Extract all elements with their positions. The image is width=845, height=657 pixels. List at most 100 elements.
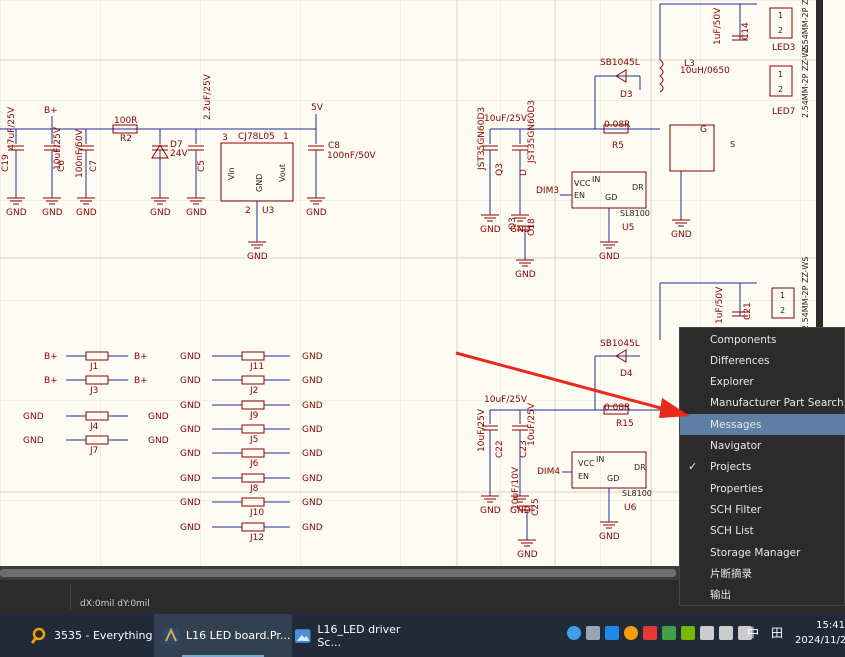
schematic-label: GND	[186, 208, 207, 218]
wifi-icon[interactable]	[700, 626, 714, 640]
schematic-label: GD	[607, 474, 619, 483]
schottky-diode	[615, 69, 627, 83]
menu-item-label: Messages	[710, 418, 762, 431]
menu-item-9[interactable]: SCH List	[680, 520, 845, 541]
schematic-label: D	[519, 169, 529, 176]
schematic-label: DIM4	[537, 467, 560, 477]
clock-time: 15:41	[816, 620, 845, 631]
schematic-label: GND	[180, 425, 201, 435]
status-divider	[70, 584, 71, 610]
schematic-label: Q3	[495, 163, 505, 176]
schematic-label: D3	[620, 90, 633, 100]
active-indicator	[181, 655, 265, 657]
schematic-label: 10uH/0650	[680, 66, 730, 76]
menu-item-0[interactable]: Components	[680, 329, 845, 350]
schematic-label: GND	[180, 352, 201, 362]
search-tray-icon[interactable]	[624, 626, 638, 640]
system-clock[interactable]: 15:41 2024/11/29	[795, 618, 845, 648]
clock-date: 2024/11/29	[795, 635, 845, 646]
schematic-label: B+	[44, 106, 58, 116]
mosfet	[669, 124, 715, 172]
schematic-label: U5	[622, 223, 634, 233]
ime-language[interactable]: 中	[747, 626, 760, 640]
network-sync-icon[interactable]	[567, 626, 581, 640]
schematic-label: C14	[741, 22, 751, 40]
menu-item-label: Navigator	[710, 439, 762, 452]
schematic-label: GND	[515, 270, 536, 280]
schematic-label: 2.54MM-2P ZZ-WS	[801, 0, 810, 52]
schematic-label: EN	[578, 472, 589, 481]
schematic-label: J4	[89, 422, 99, 432]
search-icon	[30, 627, 46, 644]
schematic-label: IN	[596, 455, 604, 464]
schematic-label: Vout	[278, 164, 287, 182]
schematic-label: IN	[592, 175, 600, 184]
menu-item-label: SCH List	[710, 524, 754, 537]
resistor	[85, 351, 109, 361]
menu-item-8[interactable]: SCH Filter	[680, 499, 845, 520]
menu-item-1[interactable]: Differences	[680, 350, 845, 371]
menu-item-12[interactable]: 输出	[680, 584, 845, 605]
schematic-label: 2	[778, 26, 783, 35]
schematic-label: D4	[620, 369, 633, 379]
taskbar-app-everything[interactable]: 3535 - Everything	[24, 614, 156, 657]
app-tray-icon[interactable]	[643, 626, 657, 640]
taskbar-app-label: L16 LED board.Pr...	[186, 629, 291, 642]
ime-mode-icon[interactable]: 田	[771, 626, 784, 640]
schematic-label: GND	[302, 352, 323, 362]
nvidia-icon[interactable]	[681, 626, 695, 640]
schematic-label: 1	[780, 291, 785, 300]
schematic-label: 1	[283, 132, 289, 142]
schematic-label: JST35GN60D3	[477, 107, 487, 171]
printer-icon[interactable]	[586, 626, 600, 640]
schematic-label: GND	[302, 401, 323, 411]
schematic-label: 0.08R	[604, 403, 630, 413]
menu-item-4[interactable]: Messages	[680, 414, 845, 435]
schematic-label: G	[700, 125, 707, 135]
schematic-label: DR	[634, 463, 646, 472]
menu-item-11[interactable]: 片断摘录	[680, 563, 845, 584]
resistor	[241, 400, 265, 410]
taskbar-app-altium[interactable]: L16 LED board.Pr...	[154, 614, 292, 657]
schematic-label: GND	[180, 523, 201, 533]
taskbar-app-label: L16_LED driver Sc...	[317, 622, 401, 649]
schematic-label: GND	[148, 436, 169, 446]
schematic-label: GND	[180, 376, 201, 386]
menu-item-2[interactable]: Explorer	[680, 371, 845, 392]
menu-item-10[interactable]: Storage Manager	[680, 542, 845, 563]
menu-item-6[interactable]: ✓Projects	[680, 456, 845, 477]
resistor	[603, 124, 629, 134]
picture-icon[interactable]	[605, 626, 619, 640]
schematic-label: GND	[23, 412, 44, 422]
driver-ic-2	[571, 451, 647, 489]
schematic-label: DR	[632, 183, 644, 192]
taskbar-app-image-viewer[interactable]: L16_LED driver Sc...	[290, 614, 424, 657]
shield-icon[interactable]	[662, 626, 676, 640]
schematic-label: 47uF/25V	[7, 106, 17, 150]
schematic-label: GND	[148, 412, 169, 422]
connector-led3	[769, 7, 793, 39]
schematic-label: DIM3	[536, 186, 559, 196]
schematic-label: GND	[510, 506, 531, 516]
menu-item-7[interactable]: Properties	[680, 478, 845, 499]
schematic-label: GND	[150, 208, 171, 218]
panel-frame	[816, 0, 823, 566]
horizontal-scrollbar[interactable]	[0, 566, 845, 580]
schematic-label: GND	[480, 225, 501, 235]
menu-item-5[interactable]: Navigator	[680, 435, 845, 456]
display-icon[interactable]	[719, 626, 733, 640]
schematic-label: GND	[671, 230, 692, 240]
schematic-label: J7	[89, 446, 98, 456]
schematic-label: GND	[302, 498, 323, 508]
schematic-label: GND	[180, 474, 201, 484]
schematic-label: GND	[517, 550, 538, 560]
schematic-label: B+	[134, 376, 148, 386]
scrollbar-thumb[interactable]	[0, 569, 676, 577]
resistor	[241, 522, 265, 532]
schematic-label: B+	[134, 352, 148, 362]
resistor	[241, 448, 265, 458]
menu-item-3[interactable]: Manufacturer Part Search	[680, 392, 845, 413]
volume-icon[interactable]	[738, 626, 752, 640]
